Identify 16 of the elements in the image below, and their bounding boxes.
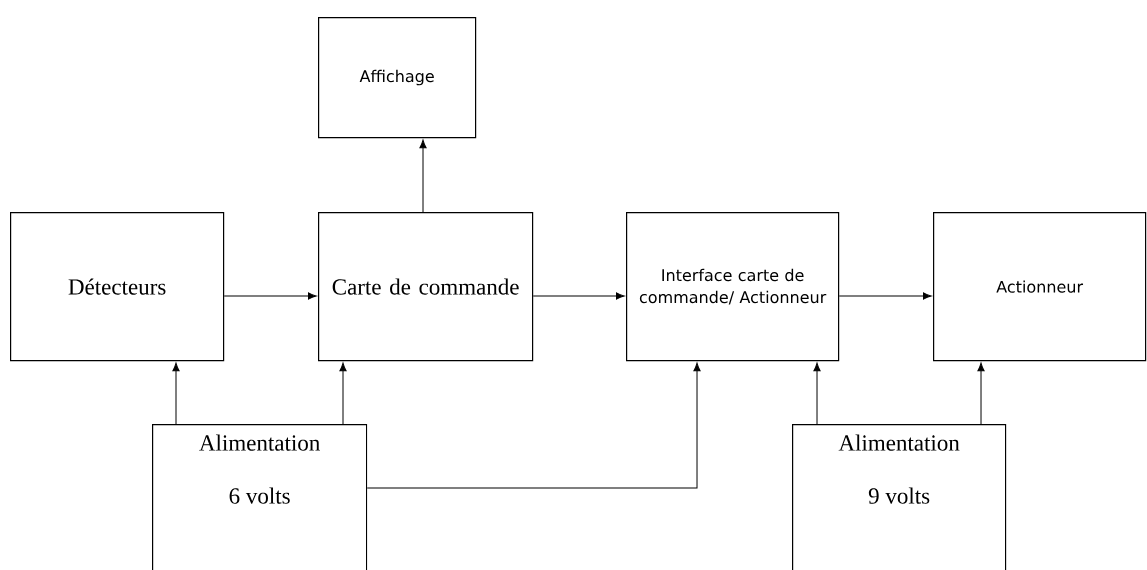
arrow — [813, 362, 821, 425]
block-box: Détecteurs — [10, 212, 225, 362]
block-box: Affichage — [318, 17, 477, 139]
arrow — [419, 139, 427, 213]
arrow — [838, 292, 932, 300]
arrow — [172, 362, 180, 425]
block-box: Actionneur — [933, 212, 1147, 362]
arrow — [339, 362, 347, 425]
block-box: Carte de commande — [318, 212, 534, 362]
block-box: Interface carte de commande/ Actionneur — [626, 212, 840, 362]
block-box: Alimentation 6 volts — [152, 424, 368, 570]
arrow — [223, 292, 317, 300]
arrow — [977, 362, 985, 425]
block-box: Alimentation 9 volts — [792, 424, 1007, 570]
arrow — [366, 362, 701, 489]
arrow — [532, 292, 625, 300]
